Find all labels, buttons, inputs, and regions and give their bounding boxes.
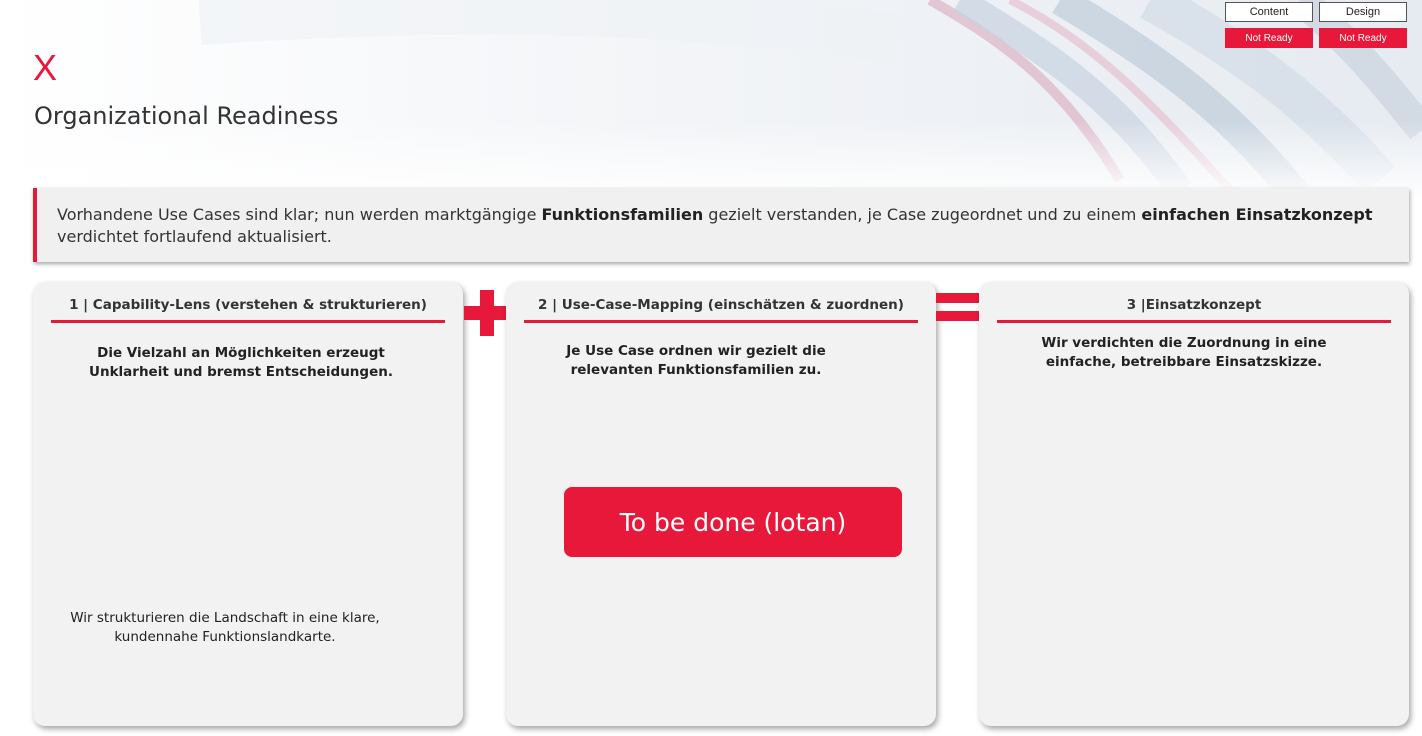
to-be-done-button[interactable]: To be done (lotan)	[564, 487, 902, 557]
logo-x: X	[33, 47, 58, 88]
card-capability-lens: 1 | Capability-Lens (verstehen & struktu…	[33, 282, 463, 726]
card-lead-text: Die Vielzahl an Möglichkeiten erzeugt Un…	[89, 345, 393, 380]
card-header-title: Einsatzkonzept	[1145, 297, 1262, 313]
card-header-number: 3 |	[1126, 297, 1146, 313]
summary-bold-1: Funktionsfamilien	[541, 205, 704, 224]
card-header: 2 | Use-Case-Mapping (einschätzen & zuor…	[524, 290, 918, 323]
card-header: 1 | Capability-Lens (verstehen & struktu…	[51, 290, 445, 323]
summary-text-3: verdichtet fortlaufend aktualisiert.	[57, 227, 332, 246]
card-header: 3 | Einsatzkonzept	[997, 290, 1391, 323]
card-lead-text: Wir verdichten die Zuordnung in eine ein…	[1041, 335, 1327, 370]
status-value-content: Not Ready	[1225, 28, 1313, 48]
status-header-row: Content Design	[1225, 2, 1410, 22]
status-value-design: Not Ready	[1319, 28, 1407, 48]
header-background-decoration	[0, 0, 1422, 200]
status-header-content: Content	[1225, 2, 1313, 22]
plus-icon	[464, 290, 510, 336]
summary-bold-2: einfachen Einsatzkonzept	[1141, 205, 1373, 224]
page-title: Organizational Readiness	[34, 102, 339, 130]
status-header-design: Design	[1319, 2, 1407, 22]
summary-text-2: gezielt verstanden, je Case zugeordnet u…	[703, 205, 1142, 224]
card-einsatzkonzept: 3 | Einsatzkonzept Wir verdichten die Zu…	[979, 282, 1409, 726]
card-lead-text: Je Use Case ordnen wir gezielt die relev…	[566, 343, 826, 378]
readiness-status-panel: Content Design Not Ready Not Ready	[1225, 2, 1410, 54]
summary-box: Vorhandene Use Cases sind klar; nun werd…	[33, 188, 1409, 262]
summary-text-1: Vorhandene Use Cases sind klar; nun werd…	[57, 205, 542, 224]
status-value-row: Not Ready Not Ready	[1225, 28, 1410, 48]
equals-icon	[936, 293, 980, 323]
card-body-text: Wir strukturieren die Landschaft in eine…	[70, 610, 380, 645]
